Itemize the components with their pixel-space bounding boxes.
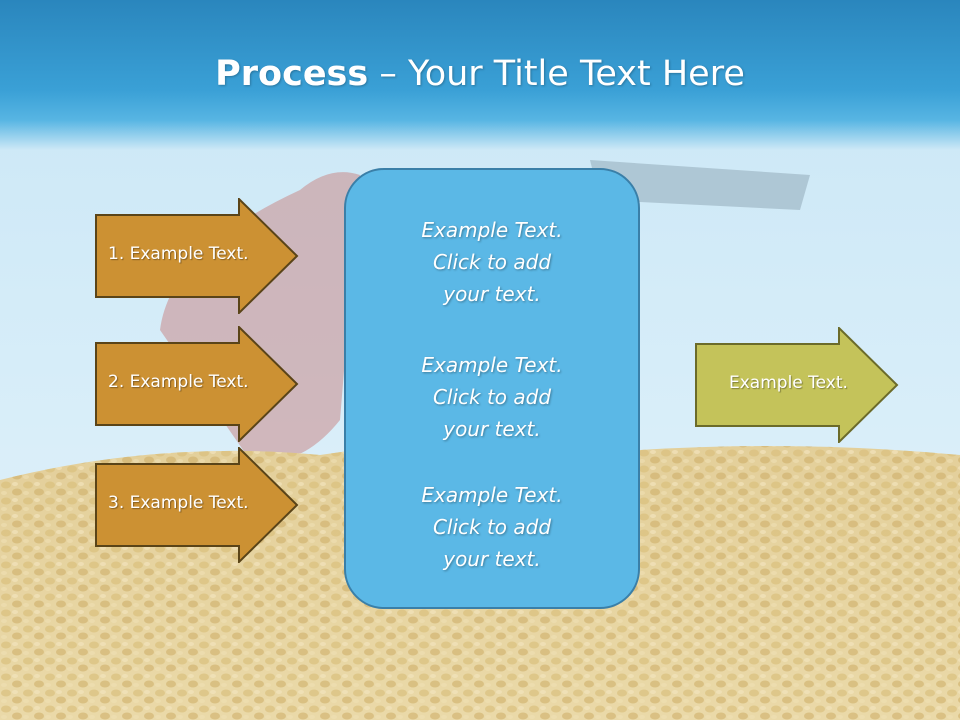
right-arrow[interactable]: Example Text. xyxy=(695,327,900,443)
title-bar xyxy=(0,0,960,150)
center-paragraph-2-line-1: Example Text. xyxy=(421,353,563,377)
center-paragraph-3: Example Text. Click to add your text. xyxy=(346,479,638,575)
left-arrow-2[interactable]: 2. Example Text. xyxy=(95,326,300,442)
center-paragraph-3-line-3: your text. xyxy=(443,547,541,571)
center-paragraph-1: Example Text. Click to add your text. xyxy=(346,214,638,310)
center-paragraph-1-line-1: Example Text. xyxy=(421,218,563,242)
left-arrow-1-label: 1. Example Text. xyxy=(108,244,249,264)
right-arrow-label: Example Text. xyxy=(729,373,848,393)
center-paragraph-2: Example Text. Click to add your text. xyxy=(346,349,638,445)
left-arrow-3[interactable]: 3. Example Text. xyxy=(95,447,300,563)
center-paragraph-1-line-2: Click to add xyxy=(432,250,552,274)
center-paragraph-2-line-3: your text. xyxy=(443,417,541,441)
left-arrow-3-label: 3. Example Text. xyxy=(108,493,249,513)
center-paragraph-2-line-2: Click to add xyxy=(432,385,552,409)
center-paragraph-3-line-2: Click to add xyxy=(432,515,552,539)
left-arrow-2-label: 2. Example Text. xyxy=(108,372,249,392)
center-text-box[interactable]: Example Text. Click to add your text. Ex… xyxy=(344,168,640,609)
center-paragraph-1-line-3: your text. xyxy=(443,282,541,306)
slide-title[interactable]: Process – Your Title Text Here xyxy=(0,52,960,96)
title-bold: Process xyxy=(215,54,369,94)
left-arrow-1[interactable]: 1. Example Text. xyxy=(95,198,300,314)
title-rest: – Your Title Text Here xyxy=(368,54,745,94)
center-paragraph-3-line-1: Example Text. xyxy=(421,483,563,507)
